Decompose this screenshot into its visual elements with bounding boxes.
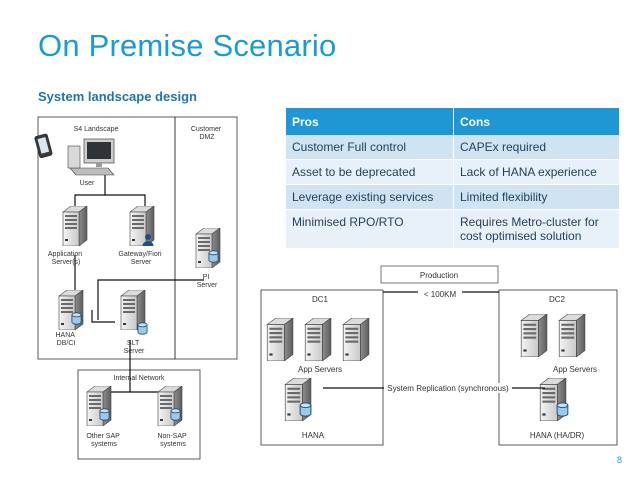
connector-line xyxy=(91,310,115,323)
dc1-hana-label: HANA xyxy=(302,431,325,440)
replication-label: System Replication (synchronous) xyxy=(387,384,509,393)
application-server-icon xyxy=(62,206,88,246)
pi-server-label: PI Server xyxy=(197,274,218,289)
slide-title: On Premise Scenario xyxy=(38,28,337,63)
connector-line xyxy=(97,279,204,320)
hana-dbci-label: HANA DB/CI xyxy=(55,332,76,347)
table-row: Asset to be deprecated Lack of HANA expe… xyxy=(286,159,620,185)
app-server-icon xyxy=(558,314,586,357)
connector-line xyxy=(104,172,146,208)
customer-dmz-label: Customer DMZ xyxy=(191,126,223,141)
customer-dmz-zone xyxy=(174,116,238,360)
s4-landscape-label: S4 Landscape xyxy=(74,126,119,133)
table-cell: Requires Metro-cluster for cost optimise… xyxy=(453,209,620,249)
application-servers-label: Application Server(s) xyxy=(48,251,84,266)
pros-header: Pros xyxy=(286,108,454,135)
production-box xyxy=(380,265,499,284)
database-icon xyxy=(99,408,110,421)
database-icon xyxy=(556,402,569,417)
internal-network-label: Internal Network xyxy=(114,375,165,382)
dc1-app-servers-label: App Servers xyxy=(298,365,342,374)
gateway-server-icon xyxy=(129,206,155,246)
database-icon xyxy=(208,250,219,263)
app-server-icon xyxy=(342,318,370,361)
table-cell: Customer Full control xyxy=(286,135,454,160)
app-server-icon xyxy=(266,318,294,361)
distance-label-bg xyxy=(418,289,462,298)
table-row: Customer Full control CAPEx required xyxy=(286,135,620,160)
user-workstation-icon xyxy=(34,133,115,176)
dc1-zone xyxy=(260,289,384,446)
slide-subtitle: System landscape design xyxy=(38,89,197,104)
dc2-hana-label: HANA (HA/DR) xyxy=(530,431,585,440)
table-row: Leverage existing services Limited flexi… xyxy=(286,184,620,210)
dc2-zone xyxy=(498,289,618,446)
pros-cons-table: Pros Cons Customer Full control CAPEx re… xyxy=(286,108,620,249)
dc1-label: DC1 xyxy=(312,295,329,304)
production-label: Production xyxy=(420,271,458,280)
database-icon xyxy=(299,402,312,417)
other-sap-label: Other SAP systems xyxy=(86,433,121,448)
user-label: User xyxy=(80,180,95,187)
slt-server-label: SLT Server xyxy=(124,340,145,355)
table-cell: CAPEx required xyxy=(453,135,620,160)
gateway-fiori-label: Gateway/Fiori Server xyxy=(118,251,163,266)
cons-header: Cons xyxy=(453,108,620,135)
internal-network-zone xyxy=(77,369,201,460)
distance-label: < 100KM xyxy=(424,290,457,299)
user-badge-icon xyxy=(142,234,154,246)
dc2-label: DC2 xyxy=(549,295,566,304)
table-cell: Limited flexibility xyxy=(453,184,620,210)
database-icon xyxy=(170,408,181,421)
table-cell: Leverage existing services xyxy=(286,184,454,210)
table-cell: Minimised RPO/RTO xyxy=(286,209,454,249)
dc2-app-servers-label: App Servers xyxy=(553,365,597,374)
table-header-row: Pros Cons xyxy=(286,108,620,135)
database-icon xyxy=(137,322,148,335)
replication-label-bg xyxy=(384,383,512,393)
page-number: 8 xyxy=(616,455,622,465)
table-cell: Lack of HANA experience xyxy=(453,159,620,185)
app-server-icon xyxy=(304,318,332,361)
table-row: Minimised RPO/RTO Requires Metro-cluster… xyxy=(286,209,620,249)
connector-line xyxy=(74,194,105,208)
table-cell: Asset to be deprecated xyxy=(286,159,454,185)
app-server-icon xyxy=(520,314,548,357)
database-icon xyxy=(71,312,82,325)
non-sap-label: Non-SAP systems xyxy=(157,433,188,448)
